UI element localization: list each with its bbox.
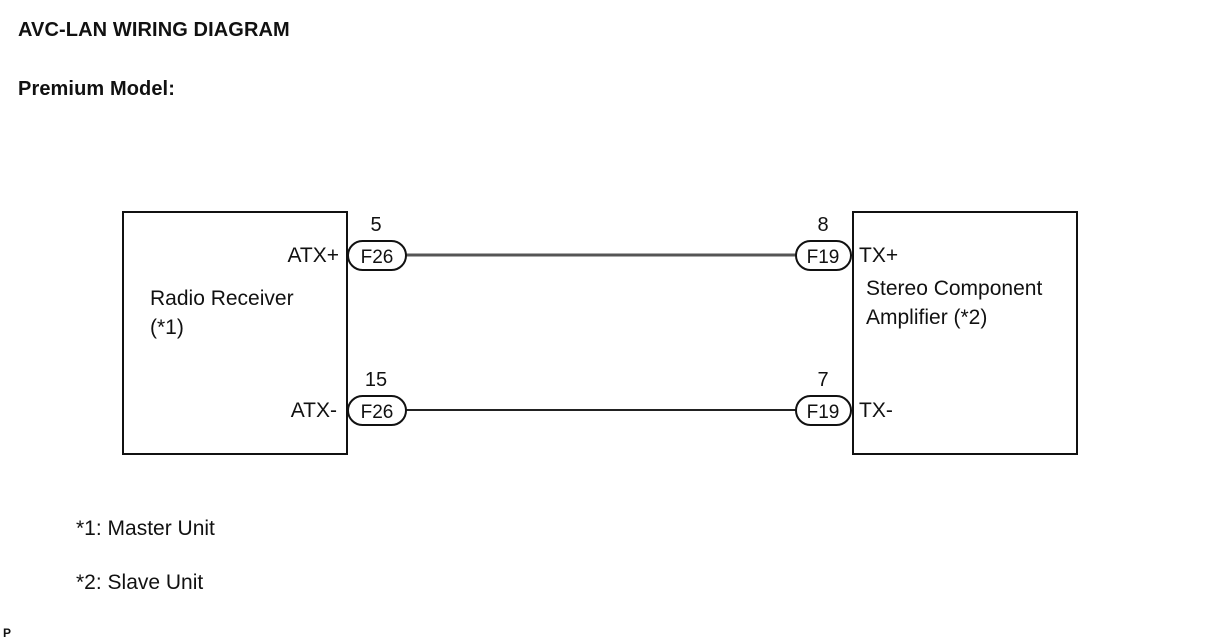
radio-receiver-label-line1: Radio Receiver [150, 287, 294, 310]
page-marker: P [3, 626, 12, 640]
stereo-amplifier-box [852, 211, 1078, 455]
model-subtitle: Premium Model: [18, 78, 175, 100]
connector-left-bottom [347, 395, 407, 426]
pin-number-left-top: 5 [370, 214, 381, 236]
footnote-slave-unit: *2: Slave Unit [76, 571, 204, 594]
radio-receiver-box [122, 211, 348, 455]
connector-right-top [795, 240, 852, 271]
signal-label-atx-minus: ATX- [291, 399, 337, 422]
signal-label-tx-minus: TX- [859, 399, 893, 422]
connector-label-right-top: F19 [807, 247, 840, 268]
pin-number-right-top: 8 [817, 214, 828, 236]
connector-right-bottom [795, 395, 852, 426]
connector-label-left-top: F26 [361, 247, 394, 268]
pin-number-right-bottom: 7 [817, 369, 828, 391]
pin-number-left-bottom: 15 [365, 369, 387, 391]
stereo-amplifier-label-line1: Stereo Component [866, 277, 1042, 300]
page-title: AVC-LAN WIRING DIAGRAM [18, 19, 290, 41]
connector-left-top [347, 240, 407, 271]
connector-label-left-bottom: F26 [361, 402, 394, 423]
radio-receiver-label-line2: (*1) [150, 316, 184, 339]
stereo-amplifier-label-line2: Amplifier (*2) [866, 306, 987, 329]
signal-label-tx-plus: TX+ [859, 244, 898, 267]
connector-label-right-bottom: F19 [807, 402, 840, 423]
footnote-master-unit: *1: Master Unit [76, 517, 215, 540]
signal-label-atx-plus: ATX+ [287, 244, 339, 267]
